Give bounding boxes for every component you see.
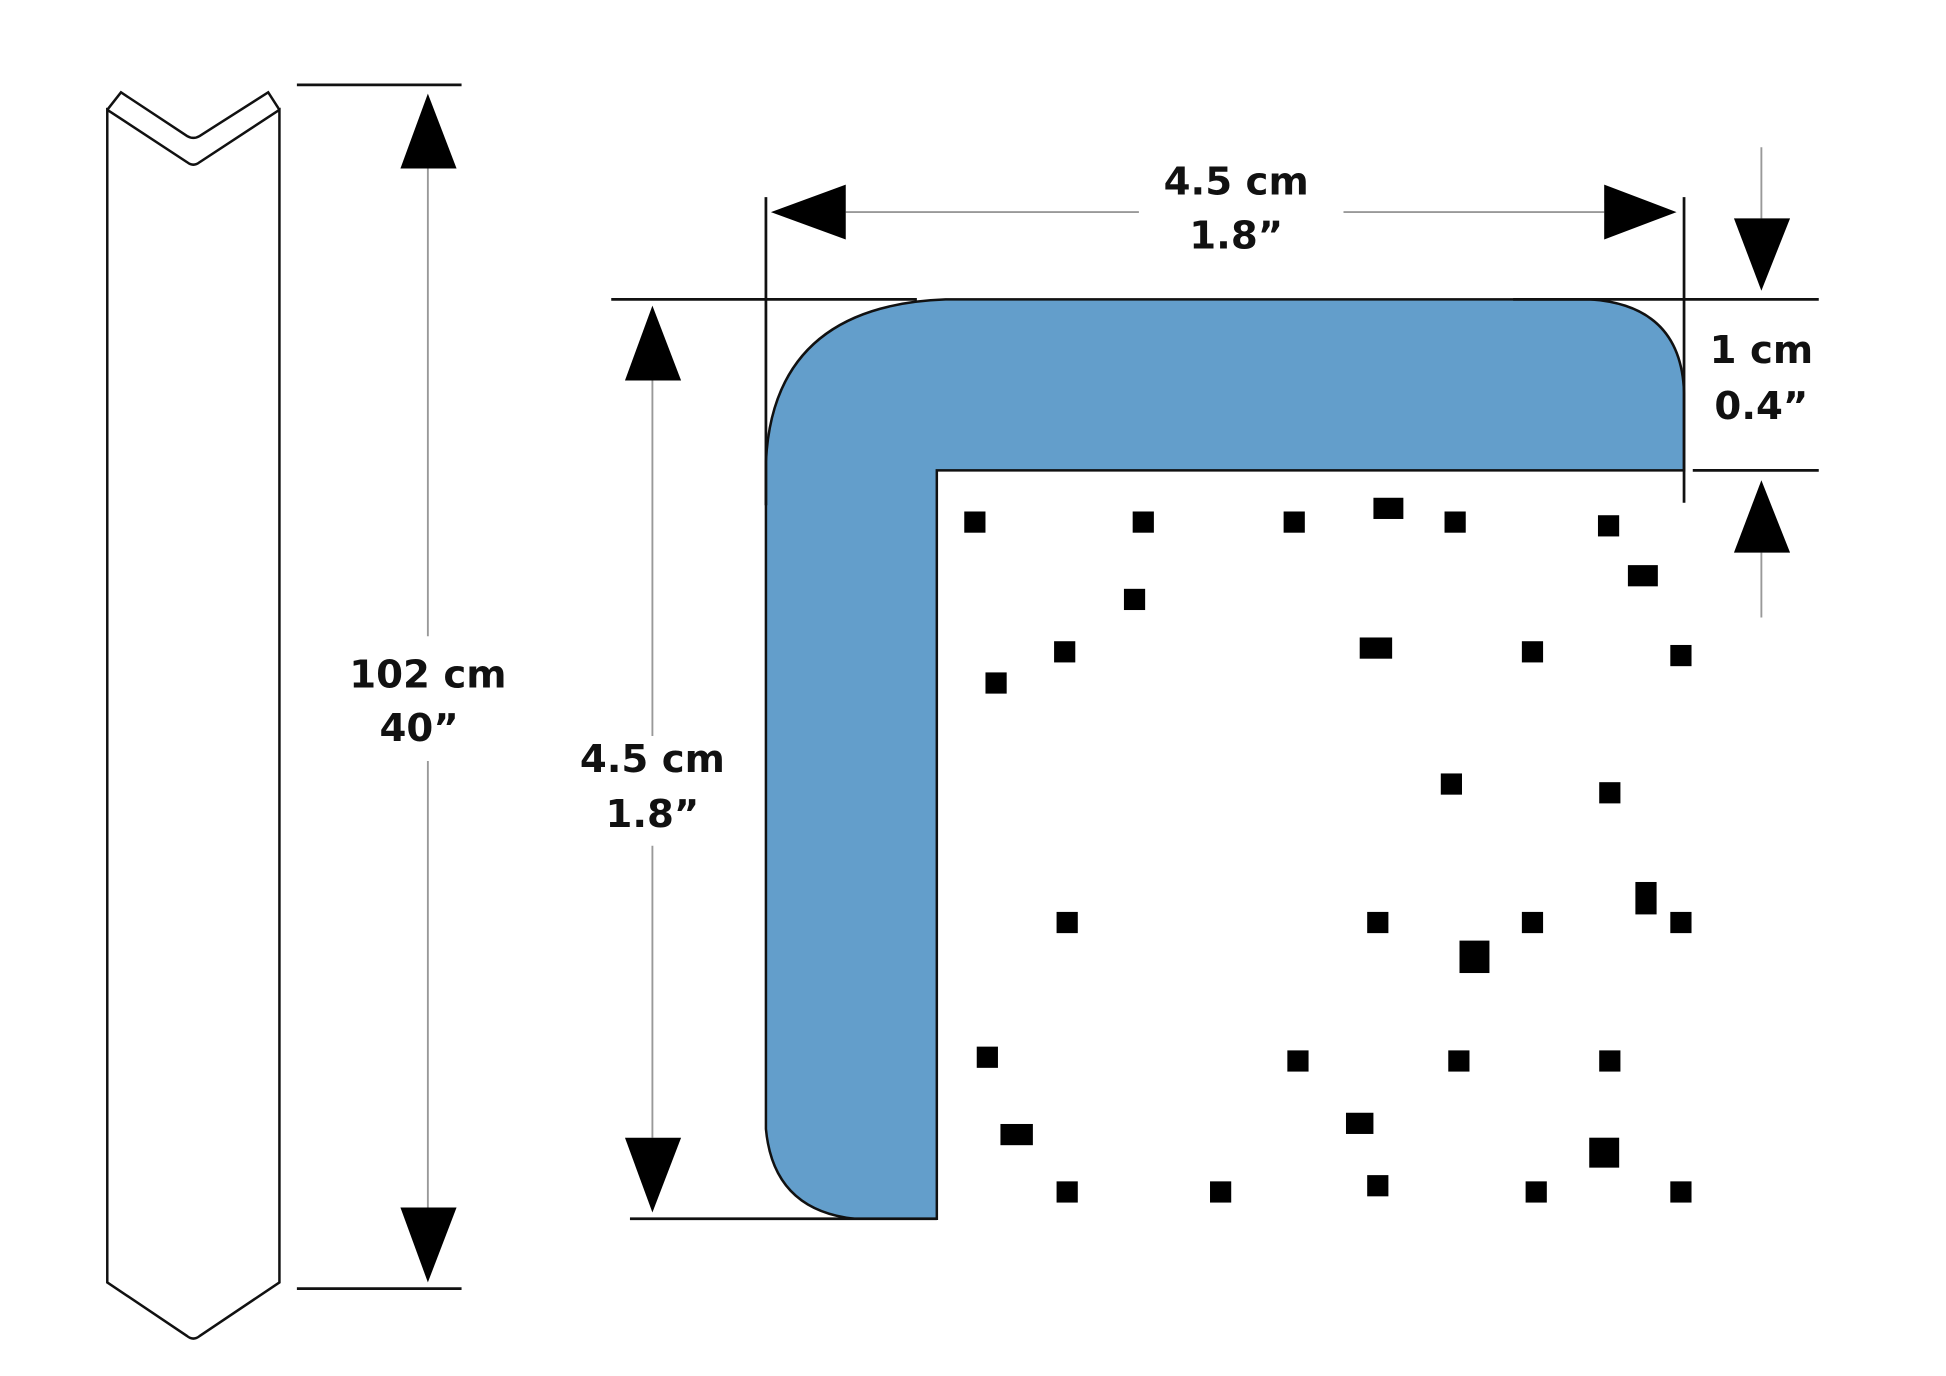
texture-square [1210,1181,1232,1203]
texture-square [1132,511,1154,533]
texture-square [1670,644,1692,667]
texture-square [1635,881,1657,915]
texture-square [1670,1181,1692,1203]
texture-square [1054,641,1076,663]
length-cm-label: 102 cm [349,652,506,697]
texture-square [1287,1050,1309,1072]
texture-square [1670,911,1692,934]
side-width-dimension: 4.5 cm 1.8” [580,298,937,1221]
texture-square [1525,1181,1547,1203]
texture-square [1521,911,1544,934]
arrow-up-icon [624,305,682,381]
texture-square [1599,782,1621,804]
texture-square [1123,588,1146,611]
thickness-cm-label: 1 cm [1710,328,1814,373]
arrow-right-icon [1604,184,1677,240]
texture-square [1599,1050,1621,1072]
arrow-up-icon [400,93,457,169]
texture-square [1627,565,1658,587]
texture-square [1000,1123,1033,1146]
profile-cross-section [764,298,1686,1221]
length-inch-label: 40” [380,706,459,751]
wall-texture-pattern [964,497,1692,1203]
strip-side-view [106,90,281,1340]
thickness-inch-label: 0.4” [1714,384,1808,429]
texture-square [1440,773,1462,795]
texture-square [1283,511,1305,533]
arrow-down-icon [1733,218,1791,291]
texture-square [1589,1137,1620,1168]
texture-square [1056,1181,1078,1203]
texture-square [1345,1112,1374,1134]
side-width-cm-label: 4.5 cm [580,737,725,782]
texture-square [1521,641,1544,663]
thickness-dimension: 1 cm 0.4” [1513,147,1819,618]
texture-square [1373,497,1404,519]
texture-square [1597,515,1620,537]
texture-square [1367,911,1389,934]
texture-square [976,1046,998,1068]
texture-square [1459,940,1490,974]
arrow-down-icon [624,1137,682,1213]
texture-square [1056,911,1078,934]
length-dimension: 102 cm 40” [296,83,507,1291]
texture-square [1367,1175,1389,1197]
texture-square [1448,1050,1470,1072]
top-width-dimension: 4.5 cm 1.8” [764,160,1686,506]
top-width-cm-label: 4.5 cm [1164,160,1309,205]
texture-square [1444,511,1466,533]
arrow-down-icon [400,1207,457,1283]
texture-square [964,511,986,533]
top-width-inch-label: 1.8” [1189,213,1283,258]
texture-square [985,672,1007,694]
side-width-inch-label: 1.8” [605,792,699,837]
arrow-left-icon [770,184,846,240]
texture-square [1359,637,1393,659]
arrow-up-icon [1733,480,1791,553]
